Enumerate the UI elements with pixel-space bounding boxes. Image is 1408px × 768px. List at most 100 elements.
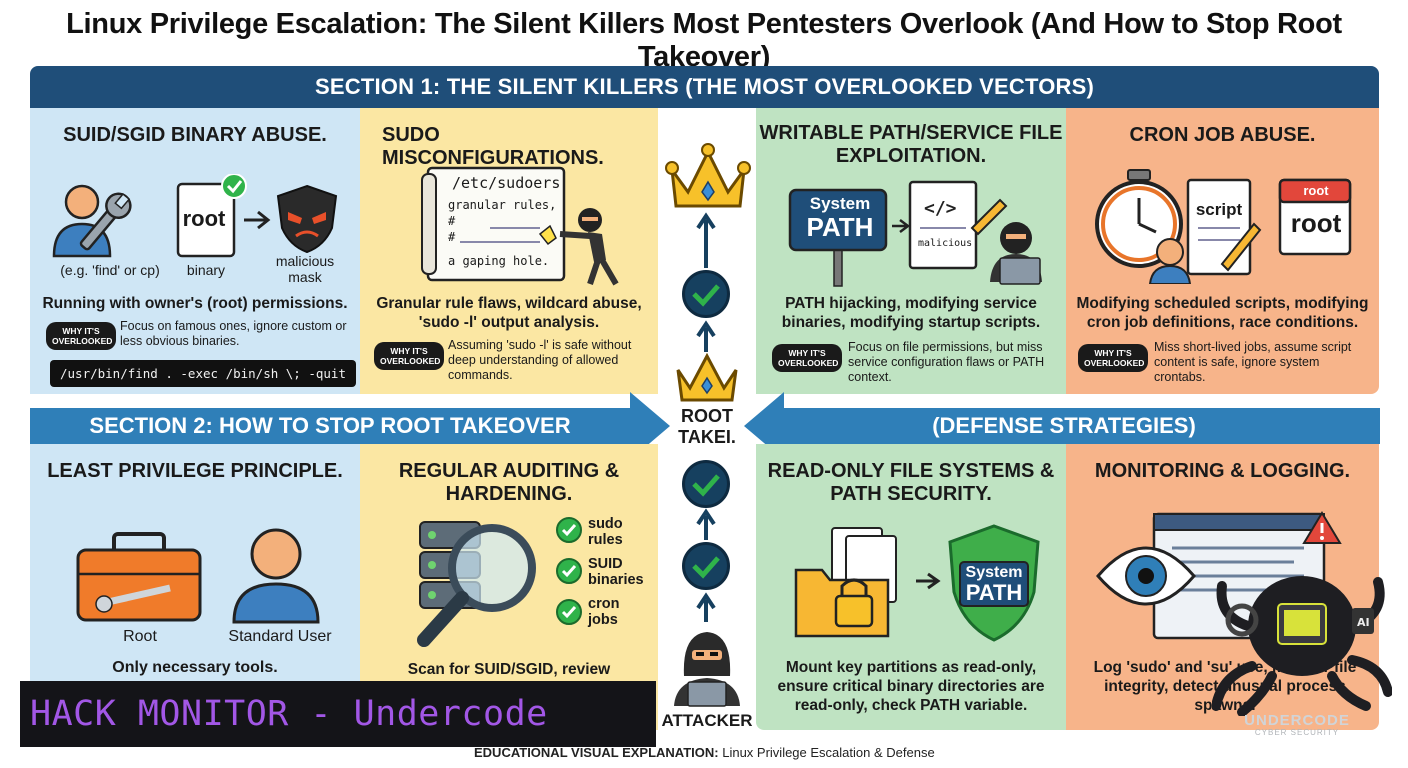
check-label: sudo rules bbox=[588, 516, 623, 548]
arrow-up-icon bbox=[696, 592, 716, 622]
document-icon bbox=[1186, 178, 1262, 276]
hack-monitor-watermark: HACK MONITOR - Undercode bbox=[20, 681, 656, 747]
panel-description: Modifying scheduled scripts, modifying c… bbox=[1076, 295, 1369, 331]
section2-banner-right-bg bbox=[744, 392, 1380, 460]
sign-line: PATH bbox=[806, 212, 874, 242]
toolbox-icon bbox=[76, 532, 202, 622]
arrow-right-icon bbox=[244, 210, 271, 230]
panel-title: SUID/SGID BINARY ABUSE. bbox=[63, 124, 327, 146]
sign-line: PATH bbox=[965, 580, 1023, 605]
panel-title: READ-ONLY FILE SYSTEMS & PATH SECURITY. bbox=[767, 460, 1055, 505]
check-mark bbox=[692, 474, 720, 497]
user-icon bbox=[232, 528, 320, 624]
panel-suid: SUID/SGID BINARY ABUSE. root (e.g. 'find… bbox=[30, 108, 360, 394]
check-list-icons bbox=[556, 517, 582, 625]
panel-title: REGULAR AUDITING & HARDENING. bbox=[398, 460, 620, 505]
file-label: malicious bbox=[918, 238, 973, 249]
panel-description: Granular rule flaws, wildcard abuse, 'su… bbox=[376, 295, 642, 331]
hacker-file-icon: </> bbox=[908, 180, 1042, 285]
panel-title: SUDO MISCONFIGURATIONS. bbox=[382, 124, 604, 169]
hacker-icon bbox=[674, 632, 740, 707]
icon-label-mask: malicious mask bbox=[275, 253, 335, 285]
panel-sudo: SUDO MISCONFIGURATIONS. /etc/sudoers gra… bbox=[360, 108, 658, 394]
doc-line: /etc/sudoers bbox=[452, 174, 561, 192]
panel-description: Mount key partitions as read-only, ensur… bbox=[777, 659, 1045, 714]
server-magnifier-icon bbox=[417, 521, 536, 647]
check-icon bbox=[682, 460, 730, 508]
mask-icon bbox=[276, 184, 338, 254]
doc-line: granular rules, bbox=[448, 198, 557, 212]
panel-cron: CRON JOB ABUSE. script root root Modifyi… bbox=[1066, 108, 1379, 394]
why-overlooked-badge: WHY IT'S OVERLOOKED bbox=[374, 342, 444, 370]
section2-banner-right: (DEFENSE STRATEGIES) bbox=[932, 413, 1196, 438]
script-label: script bbox=[1195, 200, 1243, 219]
why-text: Focus on file permissions, but miss serv… bbox=[848, 340, 1045, 384]
panel-title: CRON JOB ABUSE. bbox=[1129, 124, 1316, 146]
panel-description: Running with owner's (root) permissions. bbox=[42, 295, 348, 312]
octopus-logo-icon: AI bbox=[1212, 576, 1392, 716]
panel-description: PATH hijacking, modifying service binari… bbox=[781, 295, 1041, 331]
arrow-up-icon bbox=[696, 508, 716, 540]
check-label: SUID binaries bbox=[588, 556, 644, 588]
eye-monitor-icon bbox=[1096, 512, 1326, 640]
user-wrench-icon bbox=[52, 184, 132, 258]
sign-line: System bbox=[809, 194, 871, 213]
sign-icon bbox=[788, 188, 888, 287]
folder-lock-icon bbox=[794, 527, 897, 638]
svg-text:AI: AI bbox=[1357, 616, 1370, 629]
logo-name: UNDERCODE bbox=[1244, 712, 1350, 729]
svg-text:</>: </> bbox=[924, 198, 957, 219]
calendar-label: root bbox=[1303, 183, 1329, 198]
arrow-right-icon bbox=[916, 572, 941, 590]
icon-label-find: (e.g. 'find' or cp) bbox=[60, 262, 160, 278]
crown-icon bbox=[676, 352, 738, 402]
panel-description: Scan for SUID/SGID, review bbox=[407, 661, 611, 678]
crown-icon bbox=[665, 143, 751, 208]
root-label: root bbox=[182, 206, 226, 231]
logo-subtitle: CYBER SECURITY bbox=[1254, 728, 1340, 737]
arrow-up-icon bbox=[696, 212, 716, 268]
check-icon bbox=[682, 270, 730, 318]
why-text: Assuming 'sudo -l' is safe without deep … bbox=[448, 338, 632, 382]
check-icon bbox=[682, 542, 730, 590]
arrow-up-icon bbox=[696, 320, 716, 352]
section1-banner: SECTION 1: THE SILENT KILLERS (THE MOST … bbox=[30, 66, 1379, 108]
panel-path: WRITABLE PATH/SERVICE FILE EXPLOITATION.… bbox=[756, 108, 1066, 394]
why-overlooked-badge: WHY IT'S OVERLOOKED bbox=[46, 322, 116, 350]
footer-rest: Linux Privilege Escalation & Defense bbox=[718, 745, 935, 760]
warning-icon bbox=[1302, 511, 1342, 544]
icon-label-binary: binary bbox=[186, 262, 226, 278]
panel-title: LEAST PRIVILEGE PRINCIPLE. bbox=[47, 460, 343, 482]
section2-banner-left: SECTION 2: HOW TO STOP ROOT TAKEOVER bbox=[89, 413, 571, 438]
doc-line: # bbox=[448, 214, 456, 228]
shield-icon bbox=[948, 524, 1040, 642]
why-overlooked-badge: WHY IT'S OVERLOOKED bbox=[1078, 344, 1148, 372]
root-takeover-label: ROOT TAKEI. bbox=[678, 406, 736, 447]
document-icon bbox=[176, 174, 247, 258]
sign-line: System bbox=[965, 564, 1023, 581]
section2-banner-left-bg bbox=[30, 392, 670, 460]
page-title: Linux Privilege Escalation: The Silent K… bbox=[66, 8, 1342, 73]
panel-title: MONITORING & LOGGING. bbox=[1094, 460, 1351, 482]
panel-title: WRITABLE PATH/SERVICE FILE EXPLOITATION. bbox=[759, 122, 1063, 167]
document-icon bbox=[421, 166, 566, 282]
code-snippet: /usr/bin/find . -exec /bin/sh \; -quit bbox=[50, 360, 356, 387]
arrow-right-icon bbox=[892, 219, 911, 233]
stopwatch-icon bbox=[1095, 169, 1192, 284]
doc-line: a gaping hole. bbox=[448, 254, 550, 268]
footer-bold: EDUCATIONAL VISUAL EXPLANATION: bbox=[474, 745, 719, 760]
check-mark bbox=[692, 284, 720, 307]
why-text: Miss short-lived jobs, assume script con… bbox=[1154, 340, 1352, 384]
attacker-label: ATTACKER bbox=[661, 711, 753, 730]
doc-line: # bbox=[448, 230, 456, 244]
calendar-icon bbox=[1278, 178, 1352, 256]
footer-caption: EDUCATIONAL VISUAL EXPLANATION: Linux Pr… bbox=[474, 745, 935, 760]
root-label: Root bbox=[123, 628, 157, 645]
why-text: Focus on famous ones, ignore custom or l… bbox=[120, 319, 347, 348]
check-label: cron jobs bbox=[588, 596, 620, 628]
standard-user-label: Standard User bbox=[228, 628, 332, 645]
ninja-icon bbox=[538, 208, 619, 286]
panel-read-only: READ-ONLY FILE SYSTEMS & PATH SECURITY. … bbox=[756, 444, 1066, 730]
panel-description: Only necessary tools. bbox=[112, 659, 278, 676]
check-mark bbox=[692, 556, 720, 579]
